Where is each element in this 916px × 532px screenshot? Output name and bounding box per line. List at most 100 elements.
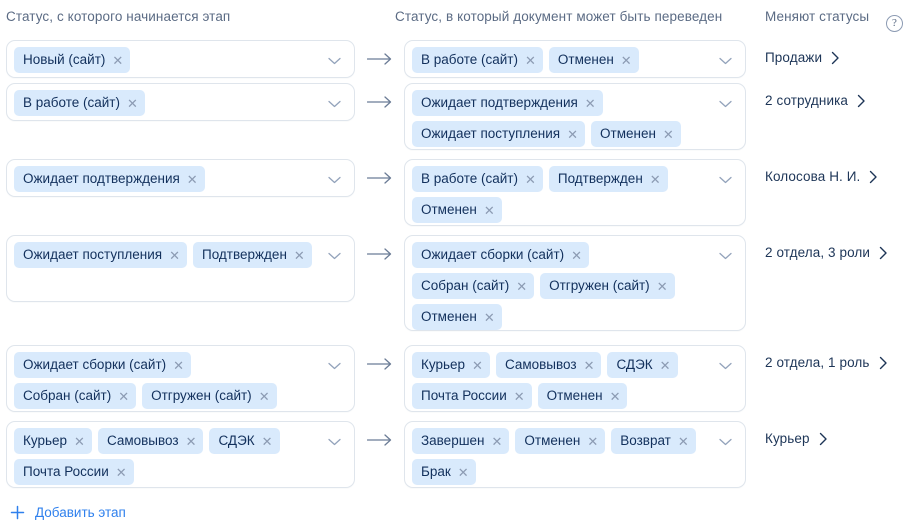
remove-chip-icon[interactable]: ✕ [261, 433, 273, 449]
status-chip[interactable]: СДЭК✕ [607, 352, 678, 378]
who-changes-link[interactable]: 2 сотрудника [765, 93, 866, 108]
remove-chip-icon[interactable]: ✕ [524, 171, 536, 187]
remove-chip-icon[interactable]: ✕ [649, 171, 661, 187]
status-chip[interactable]: Курьер✕ [14, 428, 92, 454]
help-icon[interactable]: ? [886, 15, 903, 32]
status-chip[interactable]: Ожидает поступления✕ [412, 121, 586, 147]
who-changes-link[interactable]: 2 отдела, 1 роль [765, 355, 888, 370]
from-status-select[interactable]: Ожидает подтверждения ✕ [6, 159, 355, 197]
remove-chip-icon[interactable]: ✕ [112, 52, 124, 68]
status-chip[interactable]: Отменен✕ [412, 197, 502, 223]
status-chip[interactable]: Отменен✕ [515, 428, 606, 454]
chevron-down-icon[interactable] [719, 100, 732, 108]
chevron-down-icon[interactable] [328, 362, 341, 370]
status-chip-label: Ожидает подтверждения [23, 171, 180, 186]
add-stage-button[interactable]: Добавить этап [10, 505, 126, 520]
status-chip[interactable]: Отгружен (сайт)✕ [142, 383, 277, 409]
status-chip[interactable]: Собран (сайт)✕ [412, 273, 535, 299]
status-chip[interactable]: Подтвержден✕ [548, 166, 668, 192]
remove-chip-icon[interactable]: ✕ [293, 247, 305, 263]
remove-chip-icon[interactable]: ✕ [662, 126, 674, 142]
remove-chip-icon[interactable]: ✕ [74, 433, 85, 449]
status-chip[interactable]: Отменен✕ [537, 383, 628, 409]
status-chip[interactable]: Подтвержден✕ [193, 242, 312, 268]
remove-chip-icon[interactable]: ✕ [118, 388, 130, 404]
remove-chip-icon[interactable]: ✕ [567, 126, 579, 142]
status-chip[interactable]: В работе (сайт)✕ [412, 166, 543, 192]
to-status-select[interactable]: В работе (сайт)✕Подтвержден✕ Отменен✕ [404, 159, 746, 226]
remove-chip-icon[interactable]: ✕ [173, 357, 185, 373]
to-status-select[interactable]: Курьер✕Самовывоз✕СДЭК✕ Почта России✕Отмен… [404, 345, 746, 412]
remove-chip-icon[interactable]: ✕ [513, 388, 525, 404]
who-changes-link[interactable]: 2 отдела, 3 роли [765, 245, 888, 260]
remove-chip-icon[interactable]: ✕ [483, 202, 495, 218]
chevron-down-icon[interactable] [719, 438, 732, 446]
remove-chip-icon[interactable]: ✕ [571, 247, 583, 263]
status-chip[interactable]: Почта России✕ [412, 383, 532, 409]
chevron-down-icon[interactable] [719, 252, 732, 260]
remove-chip-icon[interactable]: ✕ [457, 464, 469, 480]
from-status-select[interactable]: Ожидает поступления✕Подтвержден✕ [6, 235, 355, 302]
remove-chip-icon[interactable]: ✕ [186, 171, 198, 187]
status-chip[interactable]: Курьер✕ [412, 352, 490, 378]
status-chip[interactable]: В работе (сайт)✕ [14, 90, 145, 116]
status-chip[interactable]: Новый (сайт)✕ [14, 47, 131, 73]
remove-chip-icon[interactable]: ✕ [169, 247, 181, 263]
status-chip[interactable]: Ожидает подтверждения✕ [412, 90, 603, 116]
status-chip[interactable]: Отменен✕ [548, 47, 639, 73]
to-status-select[interactable]: В работе (сайт)✕Отменен✕ [404, 40, 746, 78]
chevron-down-icon[interactable] [328, 57, 341, 65]
to-status-select[interactable]: Завершен✕Отменен✕Возврат✕ Брак✕ [404, 421, 746, 488]
status-chip[interactable]: Брак✕ [412, 459, 476, 485]
from-status-select[interactable]: Курьер✕Самовывоз✕СДЭК✕Почта России✕ [6, 421, 355, 488]
status-chip[interactable]: Отменен✕ [412, 304, 502, 330]
who-changes-link[interactable]: Колосова Н. И. [765, 169, 878, 184]
remove-chip-icon[interactable]: ✕ [620, 52, 632, 68]
remove-chip-icon[interactable]: ✕ [258, 388, 270, 404]
status-chip[interactable]: Самовывоз✕ [97, 428, 204, 454]
remove-chip-icon[interactable]: ✕ [659, 357, 671, 373]
who-changes-link[interactable]: Продажи [765, 50, 840, 65]
from-status-select[interactable]: Ожидает сборки (сайт)✕ Собран (сайт)✕Отгр… [6, 345, 355, 412]
chevron-down-icon[interactable] [328, 438, 341, 446]
chevron-down-icon[interactable] [328, 100, 341, 108]
to-status-select[interactable]: Ожидает сборки (сайт)✕ Собран (сайт)✕Отгр… [404, 235, 746, 331]
remove-chip-icon[interactable]: ✕ [677, 433, 689, 449]
chevron-down-icon[interactable] [719, 176, 732, 184]
status-chip[interactable]: Почта России✕ [14, 459, 134, 485]
status-chip[interactable]: Отгружен (сайт)✕ [540, 273, 675, 299]
to-status-select[interactable]: Ожидает подтверждения✕ Ожидает поступлени… [404, 83, 746, 150]
remove-chip-icon[interactable]: ✕ [483, 309, 495, 325]
remove-chip-icon[interactable]: ✕ [524, 52, 536, 68]
from-status-select[interactable]: Новый (сайт)✕ [6, 40, 355, 78]
status-chip[interactable]: СДЭК ✕ [209, 428, 280, 454]
remove-chip-icon[interactable]: ✕ [126, 95, 138, 111]
chevron-down-icon[interactable] [328, 176, 341, 184]
status-chip[interactable]: В работе (сайт)✕ [412, 47, 543, 73]
status-chip[interactable]: Завершен✕ [412, 428, 510, 454]
status-chip[interactable]: Собран (сайт)✕ [14, 383, 137, 409]
remove-chip-icon[interactable]: ✕ [656, 278, 668, 294]
status-chip[interactable]: Самовывоз✕ [495, 352, 602, 378]
remove-chip-icon[interactable]: ✕ [516, 278, 528, 294]
remove-chip-icon[interactable]: ✕ [472, 357, 483, 373]
status-chip[interactable]: Ожидает поступления✕ [14, 242, 188, 268]
chevron-down-icon[interactable] [719, 57, 732, 65]
remove-chip-icon[interactable]: ✕ [609, 388, 621, 404]
chevron-down-icon[interactable] [719, 362, 732, 370]
status-chip[interactable]: Ожидает сборки (сайт)✕ [412, 242, 590, 268]
status-chip-label: СДЭК [218, 433, 255, 448]
chevron-down-icon[interactable] [328, 252, 341, 260]
from-status-select[interactable]: В работе (сайт)✕ [6, 83, 355, 121]
remove-chip-icon[interactable]: ✕ [185, 433, 197, 449]
status-chip[interactable]: Ожидает подтверждения ✕ [14, 166, 205, 192]
remove-chip-icon[interactable]: ✕ [115, 464, 127, 480]
remove-chip-icon[interactable]: ✕ [587, 433, 599, 449]
status-chip[interactable]: Возврат✕ [611, 428, 696, 454]
remove-chip-icon[interactable]: ✕ [584, 95, 596, 111]
status-chip[interactable]: Отменен✕ [591, 121, 681, 147]
who-changes-link[interactable]: Курьер [765, 431, 828, 446]
remove-chip-icon[interactable]: ✕ [583, 357, 595, 373]
status-chip[interactable]: Ожидает сборки (сайт)✕ [14, 352, 192, 378]
remove-chip-icon[interactable]: ✕ [491, 433, 503, 449]
